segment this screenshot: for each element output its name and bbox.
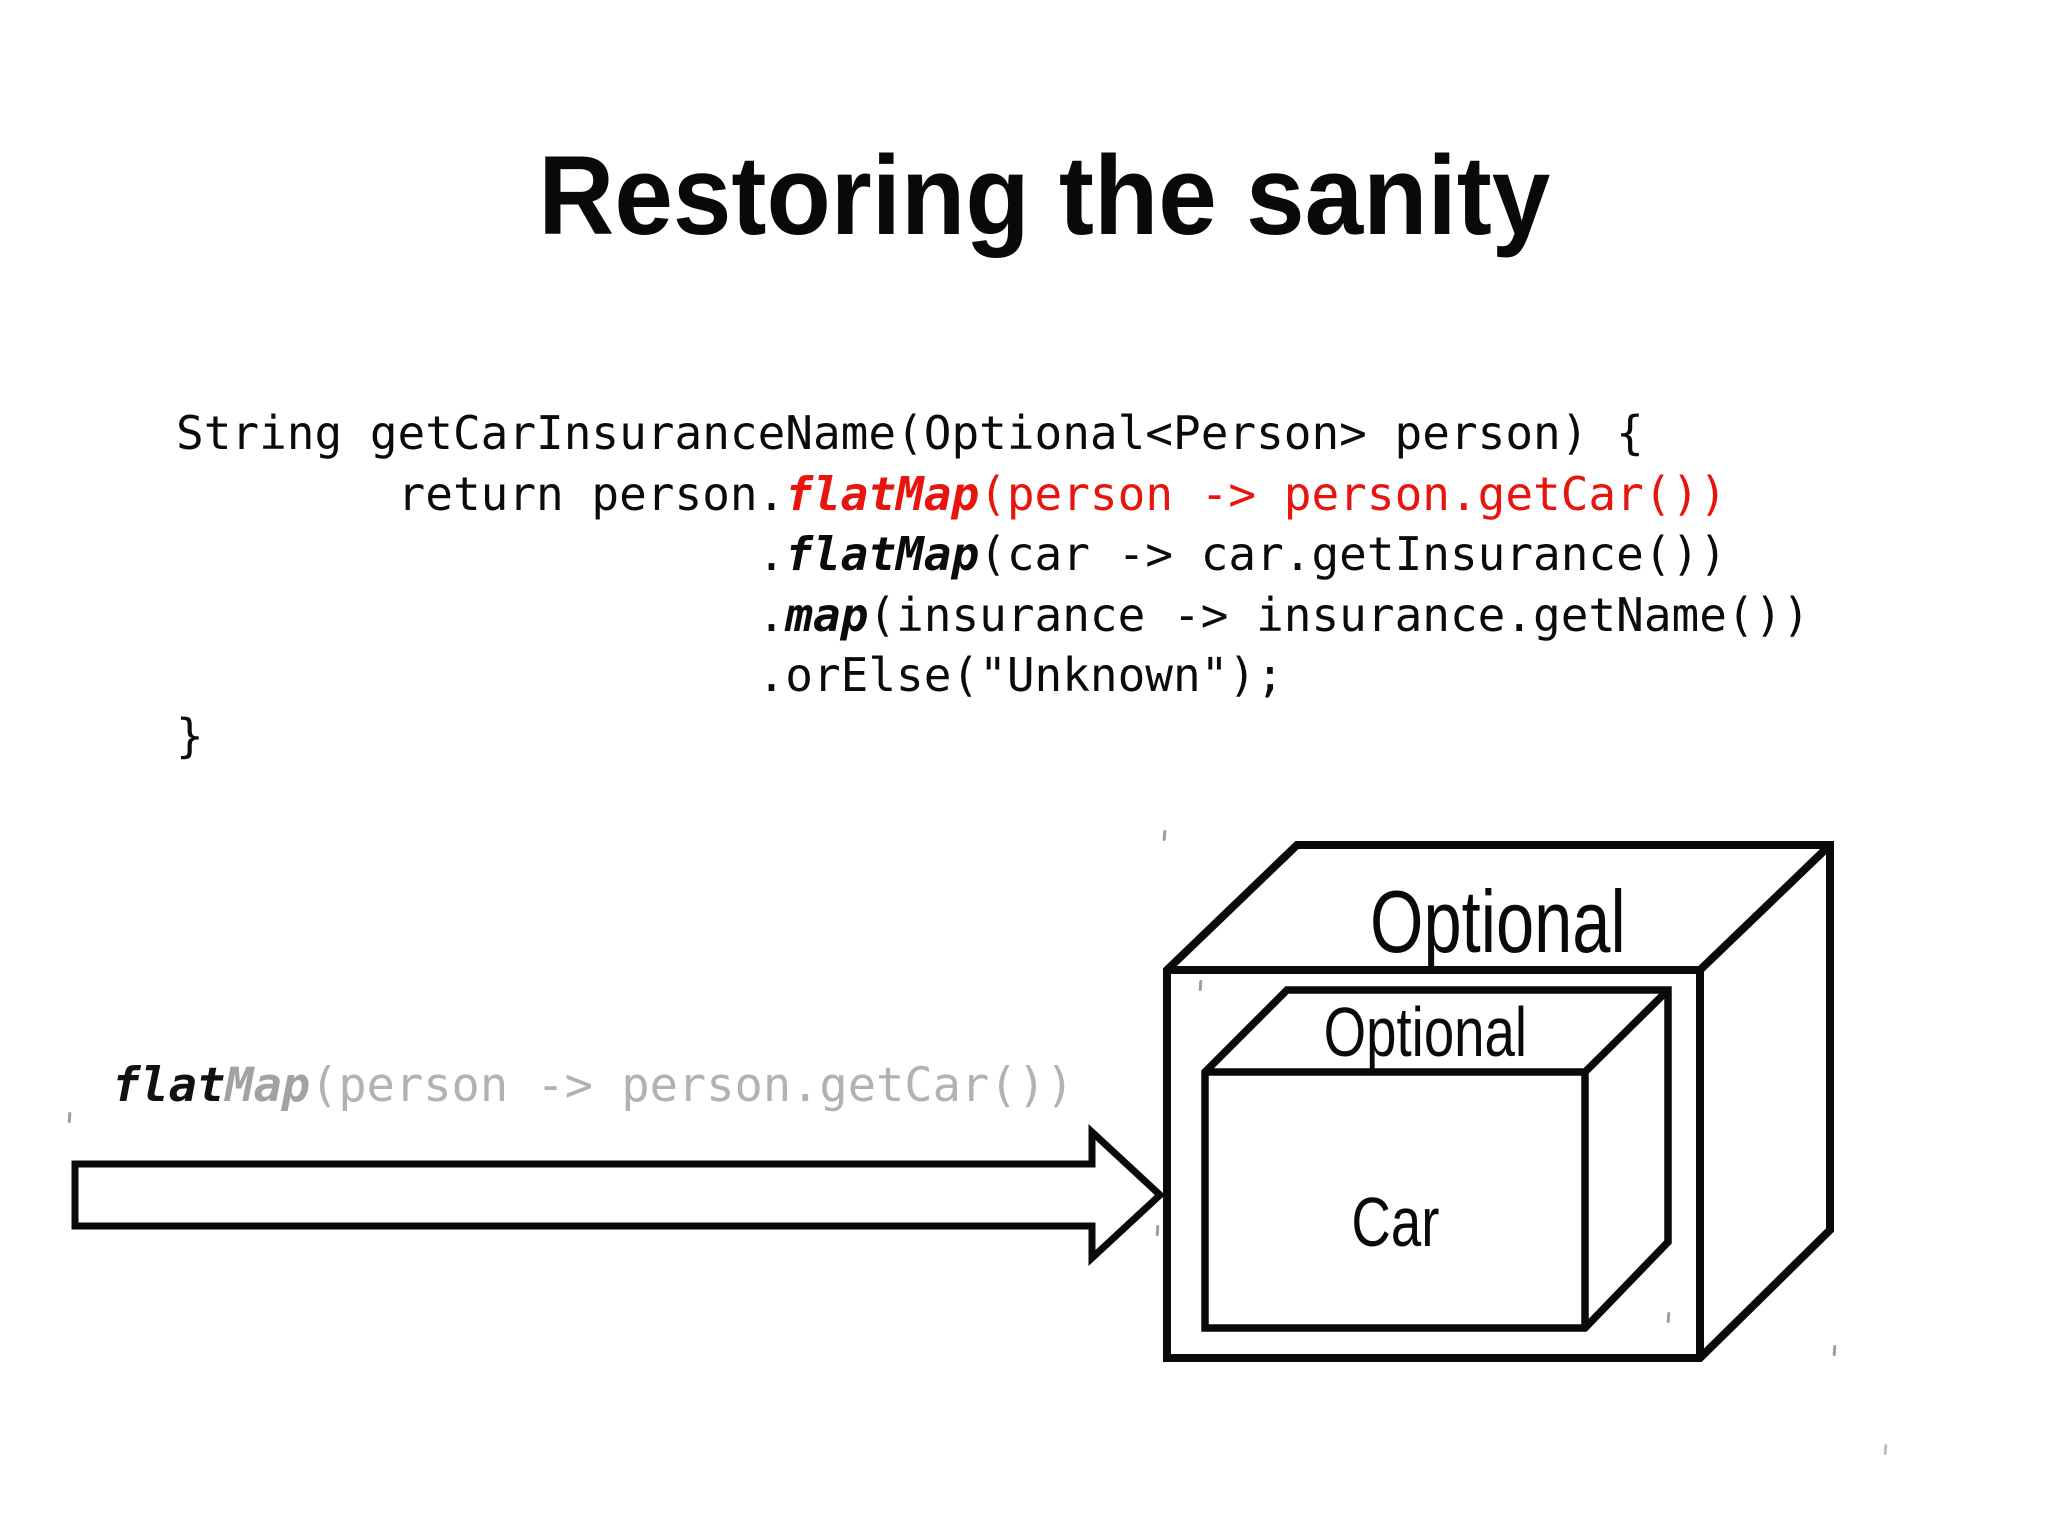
outer-box-front-top-edge bbox=[1167, 842, 1833, 1358]
car-label: Car bbox=[1351, 1183, 1439, 1261]
code-line-1: String getCarInsuranceName(Optional<Pers… bbox=[176, 406, 1644, 460]
slide-title-text: Restoring the sanity bbox=[537, 133, 1551, 258]
flatmap-caption: flatMap(person -> person.getCar()) bbox=[112, 1058, 1075, 1113]
code-line-6: } bbox=[176, 708, 204, 763]
code-line-5: .orElse("Unknown"); bbox=[176, 648, 1284, 702]
highlighted-flatmap-call: flatMap bbox=[785, 466, 980, 521]
inner-box-label: Optional bbox=[1323, 993, 1527, 1071]
code-line-2: return person.flatMap(person -> person.g… bbox=[176, 466, 1727, 521]
inner-optional-box bbox=[1201, 986, 1672, 1332]
code-line-4: .map(insurance -> insurance.getName()) bbox=[176, 587, 1810, 642]
flatmap-arrow bbox=[71, 1123, 1166, 1267]
slide-title: Restoring the sanity bbox=[40, 140, 2048, 252]
code-block: String getCarInsuranceName(Optional<Pers… bbox=[176, 403, 1810, 766]
inner-box-front-top-edge bbox=[1205, 987, 1671, 1328]
outer-box-label: Optional bbox=[1370, 872, 1626, 971]
code-line-3: .flatMap(car -> car.getInsurance()) bbox=[176, 527, 1727, 581]
